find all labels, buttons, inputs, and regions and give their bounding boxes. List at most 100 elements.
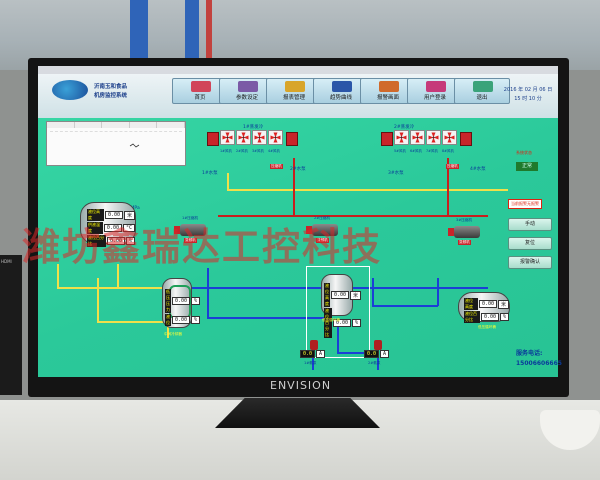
readout-unit: 米	[350, 290, 362, 300]
compressor-motor-label: 变频机	[184, 238, 197, 243]
readout-value: 0.00	[333, 319, 352, 327]
compressor-icon[interactable]	[180, 224, 206, 236]
fan-icon[interactable]	[410, 130, 425, 145]
compressor-icon[interactable]	[312, 224, 338, 236]
ammonia-pump-icon[interactable]	[374, 340, 382, 350]
tank-mid-left-caption: 中间冷却器	[164, 332, 182, 336]
nav-icon	[426, 81, 446, 92]
readout-value: 0.00	[104, 211, 123, 219]
pump-current-value: 0.0	[300, 350, 316, 358]
compressor-icon[interactable]	[454, 226, 480, 238]
monitor-screen: 沂南玉和食品 机房监控系统 首页参数设定报表管理趋势曲线报警画面用户登录退出 2…	[38, 66, 562, 377]
nav-button[interactable]: 参数设定	[219, 78, 275, 104]
nav-button[interactable]: 首页	[172, 78, 228, 104]
nav-button[interactable]: 报警画面	[360, 78, 416, 104]
fan-icon[interactable]	[252, 130, 267, 145]
window-titlebar	[38, 66, 558, 74]
fan-label: 3#风机	[252, 149, 264, 153]
readout-name: 低压压力	[165, 289, 171, 313]
fan-icon[interactable]	[268, 130, 283, 145]
nav-icon	[473, 81, 493, 92]
fan-label: 6#风机	[410, 149, 422, 153]
pump-current-value: 0.0	[364, 350, 380, 358]
pump-icon[interactable]	[460, 132, 472, 146]
trend-column	[129, 122, 158, 128]
nav-button[interactable]: 退出	[454, 78, 510, 104]
fan-icon[interactable]	[394, 130, 409, 145]
background-pipe	[130, 0, 148, 60]
tower2-motor-label: 压缩机	[446, 164, 459, 169]
background-pipe	[185, 0, 199, 58]
pump-current-unit: A	[316, 350, 326, 358]
compressor-motor-icon	[306, 226, 312, 234]
compressor-label: 3#压缩机	[456, 218, 473, 222]
service-label: 服务电话:	[516, 350, 543, 357]
nav-button[interactable]: 趋势曲线	[313, 78, 369, 104]
readout-unit: %	[499, 313, 509, 321]
readout-name: 液位	[165, 314, 171, 326]
side-monitor	[0, 255, 22, 395]
readout-value: 0.00	[480, 313, 499, 321]
trend-panel[interactable]	[46, 121, 186, 166]
fan-icon[interactable]	[426, 130, 441, 145]
readout-value: 0.00	[172, 297, 191, 305]
pump-icon[interactable]	[381, 132, 393, 146]
readout-unit: %	[191, 297, 201, 305]
system-status-label: 系统状态	[516, 150, 532, 155]
nav-icon	[238, 81, 258, 92]
monitor-stand	[215, 398, 380, 428]
ammonia-pump-label: 1#氨泵	[304, 361, 317, 365]
readout-value: 0.00	[331, 291, 350, 299]
tower2-title: 2#蒸发冷	[394, 125, 415, 130]
fan-icon[interactable]	[442, 130, 457, 145]
readout-unit: 米	[123, 210, 135, 220]
alarm-confirm-button[interactable]: 报警确认	[508, 256, 552, 269]
manual-button[interactable]: 手动	[508, 218, 552, 231]
compressor-motor-label: 变频机	[458, 240, 471, 245]
nav-icon	[191, 81, 211, 92]
fan-label: 4#风机	[268, 149, 280, 153]
compressor-motor-icon	[174, 226, 180, 234]
trend-column	[157, 122, 185, 128]
ammonia-pump-icon[interactable]	[310, 340, 318, 350]
tower1-title: 1#蒸发冷	[243, 125, 264, 130]
fan-label: 1#风机	[220, 149, 232, 153]
background-pipe	[206, 0, 212, 58]
readout-unit: %	[125, 237, 135, 245]
alarm-banner[interactable]: 当前报警无报警	[508, 199, 542, 209]
readout-value: 0.00	[103, 224, 122, 232]
reset-button[interactable]: 复位	[508, 237, 552, 250]
readout-name: 供液温度	[87, 222, 103, 234]
pipe-blue	[372, 278, 438, 307]
monitor-brand: ENVISION	[270, 379, 332, 392]
readout-unit: %	[352, 319, 362, 327]
nav-button[interactable]: 报表管理	[266, 78, 322, 104]
center-frame	[306, 266, 370, 358]
pipe-yellow	[57, 264, 188, 289]
compressor-label: 2#压缩机	[314, 216, 331, 220]
nav-icon	[379, 81, 399, 92]
fan-icon[interactable]	[220, 130, 235, 145]
service-phone: 15006606665	[516, 360, 562, 367]
fan-label: 7#风机	[426, 149, 438, 153]
tank-right-caption: 低压循环桶	[478, 325, 496, 329]
nav-label: 报表管理	[282, 95, 305, 101]
pump-icon[interactable]	[207, 132, 219, 146]
fan-icon[interactable]	[236, 130, 251, 145]
fan-label: 2#风机	[236, 149, 248, 153]
pump-icon[interactable]	[286, 132, 298, 146]
readout-unit: %	[191, 316, 201, 324]
